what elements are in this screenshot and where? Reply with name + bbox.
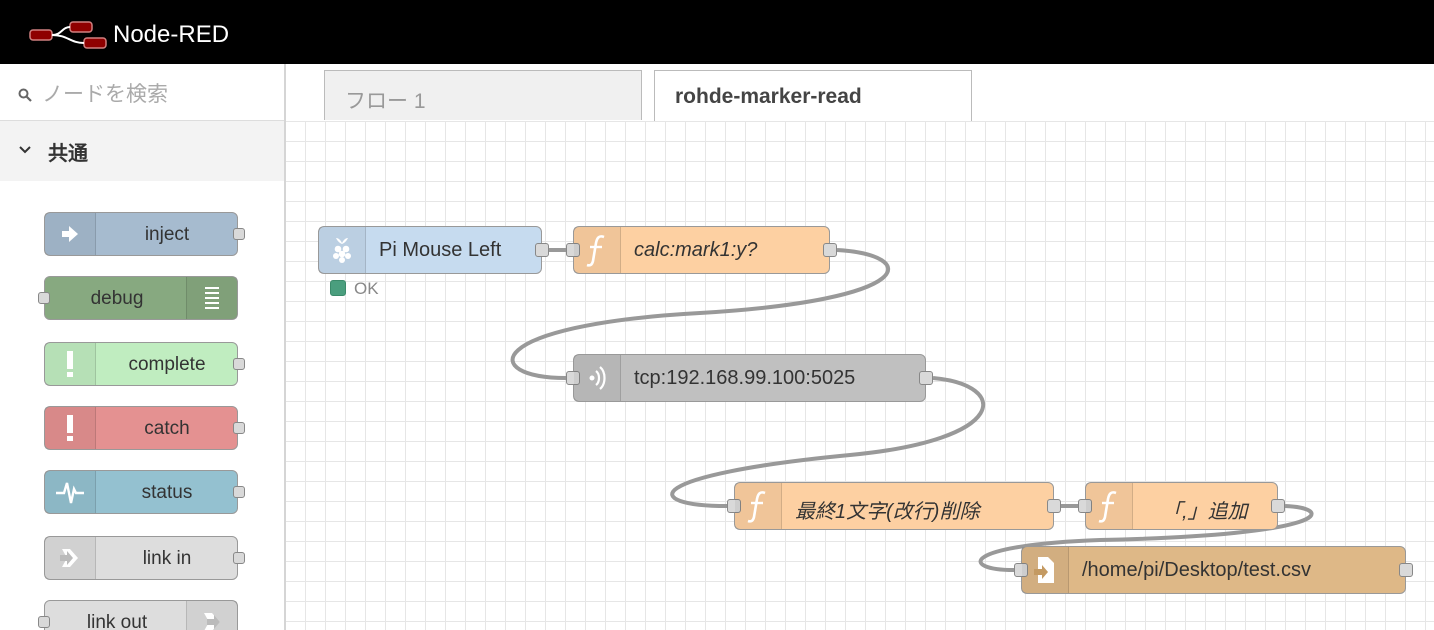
flow-node-label: calc:mark1:y?	[634, 239, 758, 261]
palette-node-label: complete	[128, 354, 206, 375]
palette-node-label: inject	[144, 224, 190, 245]
palette-node-label: catch	[144, 418, 190, 439]
raspberry-pi-icon	[319, 227, 366, 273]
output-port[interactable]	[535, 243, 549, 257]
flow-node-calc-mark1[interactable]: calc:mark1:y?	[566, 226, 837, 274]
output-port[interactable]	[233, 228, 245, 240]
flow-node-label: /home/pi/Desktop/test.csv	[1082, 559, 1311, 581]
output-port[interactable]	[1399, 563, 1413, 577]
header-bar: Node-RED	[0, 0, 1434, 64]
flow-node-file-write[interactable]: /home/pi/Desktop/test.csv	[1014, 546, 1413, 594]
input-port[interactable]	[566, 243, 580, 257]
palette-node-status[interactable]: status	[44, 470, 245, 514]
pulse-icon	[45, 471, 96, 513]
palette-node-label: link out	[86, 612, 148, 630]
flow-node-pi-mouse-left[interactable]: Pi Mouse Left	[318, 226, 549, 274]
arrow-in-icon	[45, 213, 96, 255]
output-port[interactable]	[1271, 499, 1285, 513]
tab-rohde-marker-read[interactable]: rohde-marker-read	[654, 70, 972, 122]
input-port[interactable]	[38, 616, 50, 628]
list-icon	[186, 277, 237, 319]
palette-node-label: status	[141, 482, 193, 503]
output-port[interactable]	[823, 243, 837, 257]
palette-node-link-out[interactable]: link out	[38, 600, 238, 630]
function-icon	[1086, 483, 1133, 529]
input-port[interactable]	[727, 499, 741, 513]
chevron-down-icon	[19, 146, 31, 154]
file-icon	[1022, 547, 1069, 593]
tcp-icon	[574, 355, 621, 401]
input-port[interactable]	[1078, 499, 1092, 513]
output-port[interactable]	[233, 422, 245, 434]
palette-node-inject[interactable]: inject	[44, 212, 245, 256]
output-port[interactable]	[233, 486, 245, 498]
flow-node-remove-last-char[interactable]: 最終1文字(改行)削除	[727, 482, 1061, 530]
output-port[interactable]	[919, 371, 933, 385]
flow-node-label: tcp:192.168.99.100:5025	[634, 367, 856, 389]
status-dot	[330, 280, 346, 296]
app-title: Node-RED	[113, 21, 230, 48]
exclamation-icon	[45, 407, 96, 449]
input-port[interactable]	[566, 371, 580, 385]
palette-node-catch[interactable]: catch	[44, 406, 245, 450]
flow-node-tcp-request[interactable]: tcp:192.168.99.100:5025	[566, 354, 933, 402]
palette-search	[0, 64, 284, 121]
function-icon	[735, 483, 782, 529]
palette-node-link-in[interactable]: link in	[44, 536, 245, 580]
search-icon	[18, 88, 32, 102]
output-port[interactable]	[1047, 499, 1061, 513]
exclamation-icon	[45, 343, 96, 385]
status-text: OK	[354, 279, 379, 298]
palette-search-input[interactable]	[40, 78, 274, 110]
palette-node-label: link in	[142, 548, 192, 569]
input-port[interactable]	[1014, 563, 1028, 577]
flow-node-label: 「,」追加	[1162, 501, 1248, 523]
palette-node-debug[interactable]: debug	[38, 276, 238, 320]
palette-category-common[interactable]: 共通	[0, 121, 284, 181]
tab-flow-1[interactable]: フロー 1	[324, 70, 642, 120]
link-in-icon	[45, 537, 96, 579]
flow-tab-bar: フロー 1 rohde-marker-read	[286, 64, 1434, 122]
link-out-icon	[186, 601, 237, 630]
palette-category-label: 共通	[48, 141, 88, 165]
flow-node-label: 最終1文字(改行)削除	[795, 501, 980, 523]
output-port[interactable]	[233, 552, 245, 564]
flow-node-add-comma[interactable]: 「,」追加	[1078, 482, 1285, 530]
palette-node-complete[interactable]: complete	[44, 342, 245, 386]
function-icon	[574, 227, 621, 273]
flow-node-label: Pi Mouse Left	[379, 239, 502, 261]
palette-node-label: debug	[90, 288, 144, 309]
input-port[interactable]	[38, 292, 50, 304]
node-palette: 共通 inject debug	[0, 64, 286, 630]
node-red-logo-icon	[29, 21, 107, 49]
output-port[interactable]	[233, 358, 245, 370]
